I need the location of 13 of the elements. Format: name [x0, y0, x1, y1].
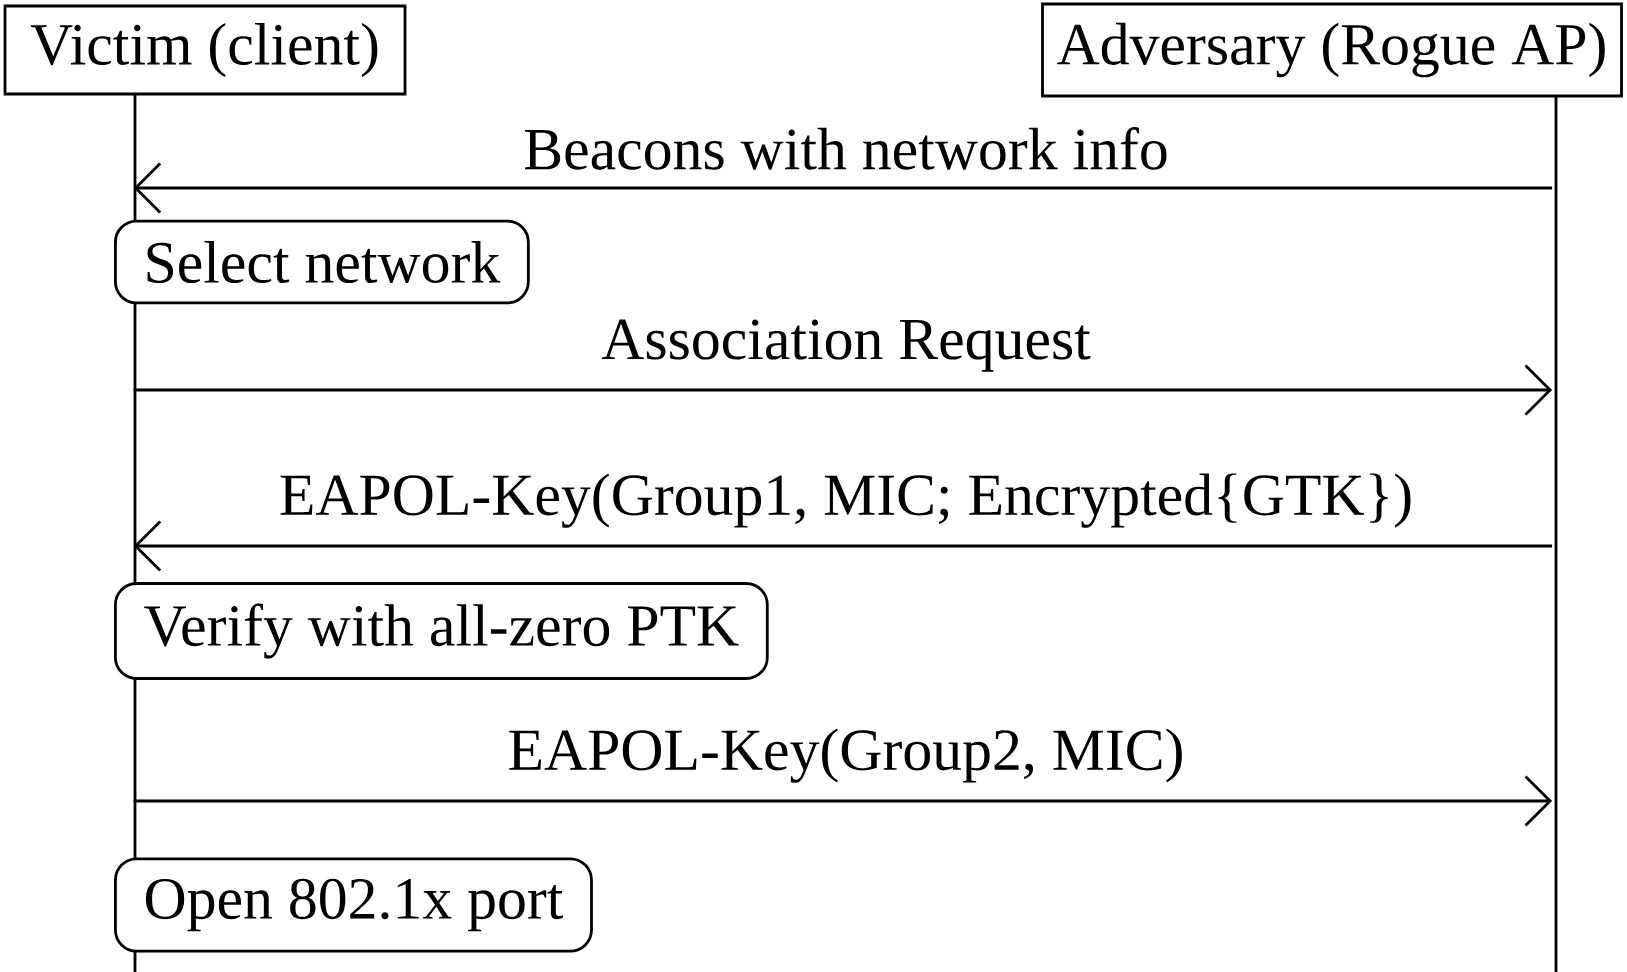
- process-box: Verify with all-zero PTK: [114, 582, 769, 680]
- process-box: Select network: [114, 219, 530, 305]
- participant-box: Victim (client): [3, 4, 407, 96]
- message-label: Beacons with network info: [525, 127, 1167, 170]
- message-arrow: [133, 162, 1553, 214]
- message-label: Association Request: [601, 319, 1091, 372]
- message-label: EAPOL-Key(Group1, MIC; Encrypted{GTK}): [280, 473, 1411, 528]
- message-arrow: [133, 775, 1553, 827]
- message-arrow: [133, 520, 1553, 572]
- participant-box: Adversary (Rogue AP): [1041, 2, 1623, 98]
- message-label: EAPOL-Key(Group2, MIC): [509, 728, 1182, 783]
- message-arrow: [133, 364, 1553, 416]
- process-box: Open 802.1x port: [114, 857, 593, 953]
